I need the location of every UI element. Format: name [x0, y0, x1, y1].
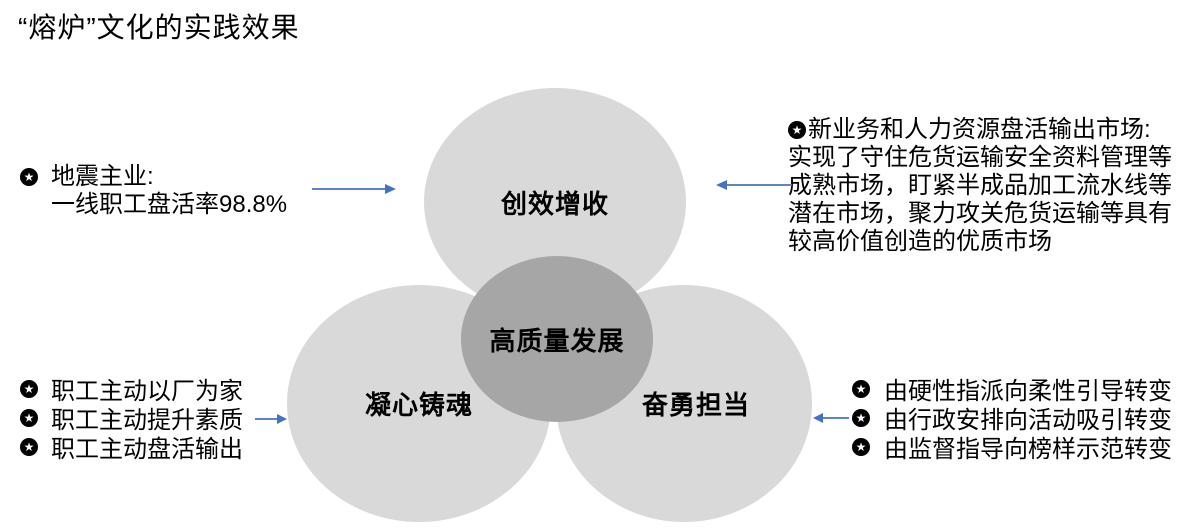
list-item-label: 由硬性指派向柔性引导转变: [884, 378, 1172, 405]
note-top-right-line4: 潜在市场，聚力攻关危货运输等具有: [788, 200, 1172, 227]
circle-bottom-right-label: 奋勇担当: [641, 390, 750, 420]
list-bottom-right: ★ 由硬性指派向柔性引导转变 ★ 由行政安排向活动吸引转变 ★ 由监督指导向榜样…: [852, 374, 1172, 463]
circle-center: 高质量发展: [461, 256, 653, 422]
list-item-label: 职工主动提升素质: [51, 407, 243, 434]
star-circle-icon: ★: [20, 437, 38, 456]
arrow-right-icon: [255, 413, 287, 425]
note-top-right-line1: 新业务和人力资源盘活输出市场:: [808, 116, 1151, 143]
list-item-label: 由行政安排向活动吸引转变: [884, 407, 1172, 434]
circle-bottom-left-label: 凝心铸魂: [364, 390, 473, 420]
arrow-right-icon: [312, 183, 396, 195]
list-item-label: 由监督指导向榜样示范转变: [884, 436, 1172, 463]
star-circle-icon: ★: [852, 408, 870, 427]
list-item: ★ 职工主动以厂为家: [20, 374, 243, 405]
note-top-right-line2: 实现了守住危货运输安全资料管理等: [788, 144, 1172, 171]
star-circle-icon: ★: [852, 379, 870, 398]
list-item: ★ 职工主动提升素质: [20, 403, 243, 434]
star-circle-icon: ★: [852, 437, 870, 456]
circle-top-label: 创效增收: [500, 188, 609, 219]
list-item: ★ 由监督指导向榜样示范转变: [852, 432, 1172, 463]
note-top-right-line3: 成熟市场，盯紧半成品加工流水线等: [788, 172, 1172, 199]
list-item: ★ 由行政安排向活动吸引转变: [852, 403, 1172, 434]
list-bottom-left: ★ 职工主动以厂为家 ★ 职工主动提升素质 ★ 职工主动盘活输出: [20, 374, 243, 463]
list-item-label: 职工主动以厂为家: [51, 378, 243, 405]
list-item: ★ 由硬性指派向柔性引导转变: [852, 374, 1172, 405]
star-circle-icon: ★: [788, 121, 806, 139]
note-top-right-line5: 较高价值创造的优质市场: [788, 228, 1052, 255]
list-item: ★ 职工主动盘活输出: [20, 432, 243, 463]
note-top-left-line1: 地震主业:: [51, 163, 154, 190]
list-item-label: 职工主动盘活输出: [51, 436, 243, 463]
arrow-left-icon: [716, 179, 792, 191]
page-title: “熔炉”文化的实践效果: [18, 12, 300, 43]
star-circle-icon: ★: [20, 408, 38, 427]
star-circle-icon: ★: [20, 168, 38, 186]
note-top-left-text: 地震主业: 一线职工盘活率98.8%: [51, 163, 287, 219]
circle-center-label: 高质量发展: [489, 325, 625, 356]
note-top-right: ★ 新业务和人力资源盘活输出市场: 实现了守住危货运输安全资料管理等 成熟市场，…: [788, 116, 1172, 256]
arrow-left-icon: [813, 412, 849, 424]
note-top-left: ★ 地震主业: 一线职工盘活率98.8%: [20, 163, 287, 219]
note-top-left-line2: 一线职工盘活率98.8%: [51, 191, 288, 218]
star-circle-icon: ★: [20, 379, 38, 398]
